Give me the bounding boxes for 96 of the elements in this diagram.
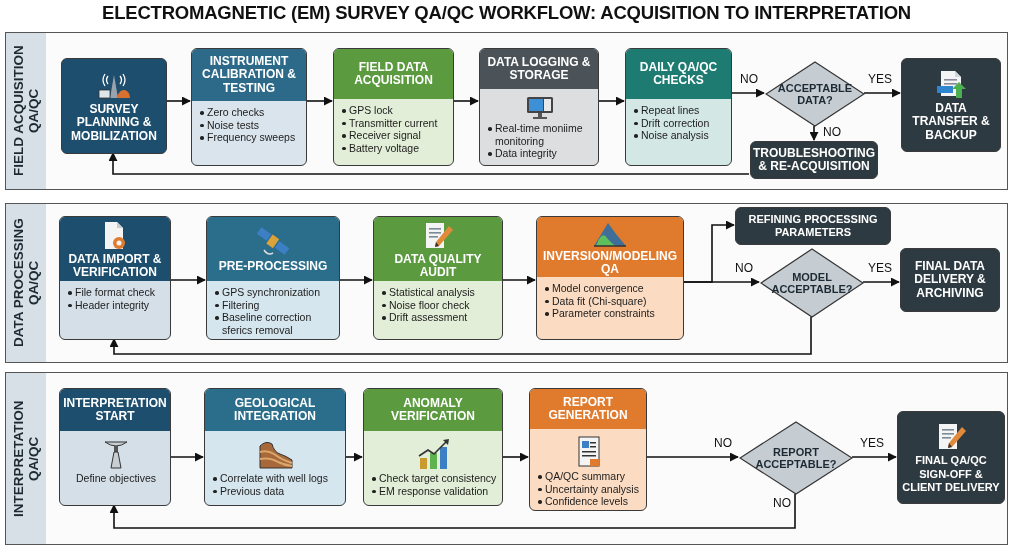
decision-label: MODEL ACCEPTABLE? — [770, 270, 854, 296]
arrow — [305, 96, 333, 106]
arrow — [851, 452, 897, 462]
step-title: FINAL QA/QC SIGN-OFF & CLIENT DELIVERY — [901, 454, 1001, 495]
bullet-item: EM response validation — [371, 484, 497, 497]
lane-label: DATA PROCESSING QA/QC — [11, 217, 41, 350]
arrow — [165, 96, 191, 106]
bullet-item: Baseline correction sferics removal — [214, 311, 334, 336]
bullet-item: Statistical analysis — [381, 286, 497, 299]
process-box — [333, 48, 454, 166]
bullet-item: Drift assessment — [381, 311, 497, 324]
bullet-item: Previous data — [212, 484, 340, 497]
bullet-item: Transmitter current — [341, 116, 448, 129]
process-box — [901, 58, 1001, 152]
arrow — [109, 493, 796, 529]
bullet-item: Repeat lines — [633, 104, 726, 117]
bullet-item: Confidence levels — [537, 495, 641, 508]
arrow — [109, 316, 812, 355]
diagram-title: ELECTROMAGNETIC (EM) SURVEY QA/QC WORKFLOW: ACQUISITION TO INTERPRETATION — [102, 2, 911, 23]
bullet-item: Check target consistency — [371, 472, 497, 485]
bullet-item: Correlate with well logs — [212, 472, 340, 485]
swimlane-panel — [5, 372, 1008, 545]
step-title: DATA QUALITY AUDIT — [393, 252, 483, 280]
lane-label: FIELD ACQUISITION QA/QC — [11, 44, 41, 179]
arrow — [809, 125, 819, 141]
step-title: REPORT GENERATION — [547, 395, 629, 423]
bullet-item: File format check — [67, 286, 165, 299]
arrow — [169, 275, 206, 285]
swimlane-panel — [5, 32, 1008, 190]
process-box — [363, 388, 503, 506]
step-title: INTERPRETATION START — [62, 396, 168, 424]
arrow — [169, 452, 204, 462]
bullet-item: GPS synchronization — [214, 286, 334, 299]
bullet-item: Battery voltage — [341, 141, 448, 154]
process-box — [625, 48, 732, 166]
bullet-item: QA/QC summary — [537, 470, 641, 483]
arrow — [730, 88, 765, 98]
step-title: PRE-PROCESSING — [217, 260, 329, 274]
process-box — [735, 207, 891, 245]
process-box — [897, 411, 1005, 504]
arrow — [863, 88, 901, 98]
bullet-item: Noise analysis — [633, 129, 726, 142]
arrow — [338, 275, 373, 285]
arrow — [344, 452, 363, 462]
step-title: DATA LOGGING & STORAGE — [486, 55, 592, 83]
process-box — [191, 48, 307, 166]
bullet-item: Uncertainty analysis — [537, 482, 641, 495]
process-box — [204, 388, 346, 506]
step-title: REFINING PROCESSING PARAMETERS — [747, 212, 879, 240]
bullet-item: Define objectives — [75, 472, 157, 485]
bullet-item: Data fit (Chi-square) — [544, 294, 678, 307]
step-title: DATA TRANSFER & BACKUP — [911, 101, 991, 143]
bullet-item: Header integrity — [67, 298, 165, 311]
step-title: GEOLOGICAL INTEGRATION — [233, 396, 317, 424]
step-title: FINAL DATA DELIVERY & ARCHIVING — [913, 259, 987, 301]
bullet-item: Parameter constraints — [544, 307, 678, 320]
arrow — [862, 277, 900, 287]
process-box — [900, 248, 1000, 312]
bullet-item: GPS lock — [341, 104, 448, 117]
arrow — [597, 96, 625, 106]
bullet-item: Noise floor check — [381, 298, 497, 311]
step-title: DAILY QA/QC CHECKS — [638, 60, 719, 88]
bullet-item: Frequency sweeps — [199, 131, 301, 144]
decision-label: REPORT ACCEPTABLE? — [754, 445, 838, 471]
arrow — [501, 275, 536, 285]
arrow — [452, 96, 479, 106]
bullet-item: Real-time moniime monitoring — [487, 122, 593, 147]
bullet-item: Drift correction — [633, 116, 726, 129]
step-title: DATA IMPORT & VERIFICATION — [67, 252, 163, 280]
arrow — [682, 220, 735, 283]
lane-label: INTERPRETATION QA/QC — [11, 399, 41, 519]
process-box — [59, 388, 171, 506]
arrow — [645, 452, 739, 462]
process-box — [206, 216, 340, 340]
step-title: SURVEY PLANNING & MOBILIZATION — [70, 102, 158, 144]
bullet-item: Data integrity — [487, 147, 593, 160]
process-box — [59, 216, 171, 340]
arrow — [108, 152, 750, 175]
bullet-item: Filtering — [214, 298, 334, 311]
arrow — [501, 452, 529, 462]
bullet-item: Noise tests — [199, 118, 301, 131]
step-title: ANOMALY VERIFICATION — [390, 396, 476, 424]
process-box — [536, 216, 684, 340]
process-box — [373, 216, 503, 340]
step-title: TROUBLESHOOTING & RE-ACQUISITION — [752, 146, 876, 174]
step-title: INSTRUMENT CALIBRATION & TESTING — [201, 54, 297, 96]
decision-label: ACCEPTABLE DATA? — [776, 81, 854, 107]
swimlane-panel — [5, 203, 1008, 363]
bullet-item: Receiver signal — [341, 129, 448, 142]
step-title: INVERSION/MODELING QA — [542, 249, 678, 277]
process-box — [529, 388, 647, 511]
bullet-item: Zero checks — [199, 106, 301, 119]
process-box — [479, 48, 599, 166]
process-box — [61, 58, 167, 154]
bullet-item: Model convergence — [544, 282, 678, 295]
step-title: FIELD DATA ACQUISITION — [353, 60, 434, 88]
